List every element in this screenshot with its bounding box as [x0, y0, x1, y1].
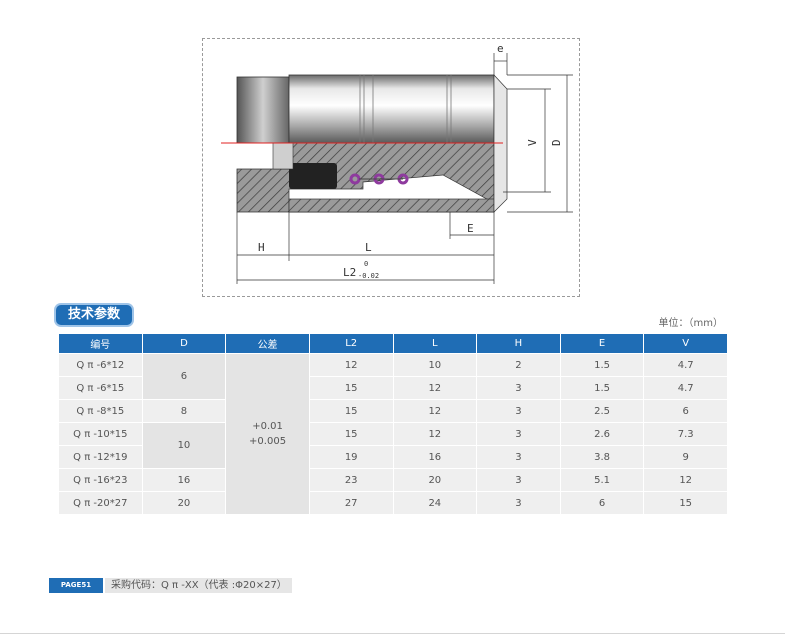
cell-code: Q π -10*15	[59, 423, 142, 445]
dim-e-label: e	[497, 42, 504, 55]
cell-v: 7.3	[644, 423, 727, 445]
spec-table: 编号 D 公差 L2 L H E V Q π -6*12 6 +0.01 +0.…	[58, 333, 728, 515]
cell-h: 3	[477, 423, 560, 445]
cell-v: 6	[644, 400, 727, 422]
cell-l: 24	[393, 492, 477, 514]
cell-e: 2.6	[560, 423, 644, 445]
cell-code: Q π -16*23	[59, 469, 142, 491]
cell-e: 1.5	[560, 377, 644, 399]
cell-e: 5.1	[560, 469, 644, 491]
dim-l2-label: L2	[343, 266, 356, 279]
cell-l: 12	[393, 400, 477, 422]
cell-l: 10	[393, 354, 477, 376]
cell-l2: 19	[309, 446, 393, 468]
header-h: H	[477, 334, 560, 353]
table-row: Q π -6*12 6 +0.01 +0.005 12 10 2 1.5 4.7	[59, 354, 727, 514]
cell-h: 3	[477, 492, 560, 514]
cell-l2: 15	[309, 377, 393, 399]
cell-e: 6	[560, 492, 644, 514]
cell-d: 20	[142, 492, 226, 514]
cell-l2: 23	[309, 469, 393, 491]
head-cap	[236, 76, 290, 144]
page-number-badge: PAGE51	[49, 578, 103, 593]
footer-divider	[0, 633, 785, 634]
cell-code: Q π -6*12	[59, 354, 142, 376]
technical-drawing: e V D E H L L2 0 -0.02	[202, 38, 580, 297]
cell-code: Q π -12*19	[59, 446, 142, 468]
unit-label: 单位：（mm）	[658, 318, 723, 329]
table-row: Q π -10*15 10 15 12 3 2.6 7.3	[59, 423, 727, 468]
cell-h: 3	[477, 400, 560, 422]
cell-l: 20	[393, 469, 477, 491]
table-row: Q π -12*19 19 16 3 3.8 9	[59, 446, 727, 468]
dim-l2-tol-upper: 0	[364, 260, 368, 268]
cell-h: 3	[477, 446, 560, 468]
cell-e: 3.8	[560, 446, 644, 468]
dim-d-label: D	[550, 139, 563, 146]
cell-l: 12	[393, 423, 477, 445]
dim-h-label: H	[258, 241, 265, 254]
cross-section-drawing: e V D E H L L2 0 -0.02	[221, 42, 573, 284]
cell-l: 12	[393, 377, 477, 399]
cell-d: 16	[142, 469, 226, 491]
cell-d: 6	[142, 354, 226, 399]
cell-h: 3	[477, 377, 560, 399]
table-row: Q π -20*27 20 27 24 3 6 15	[59, 492, 727, 514]
cell-d: 8	[142, 400, 226, 422]
cell-v: 15	[644, 492, 727, 514]
header-l: L	[393, 334, 477, 353]
cell-v: 9	[644, 446, 727, 468]
section-title-badge: 技术参数	[56, 305, 132, 325]
dim-e-upper-label: E	[467, 222, 474, 235]
cell-l2: 15	[309, 423, 393, 445]
cell-e: 1.5	[560, 354, 644, 376]
order-code-note: 采购代码：Q π -XX（代表 :Φ20×27）	[105, 578, 292, 593]
cell-v: 4.7	[644, 354, 727, 376]
cell-e: 2.5	[560, 400, 644, 422]
dim-l-label: L	[365, 241, 372, 254]
tolerance-lower: +0.005	[249, 436, 287, 447]
header-code: 编号	[59, 334, 142, 353]
cell-tolerance: +0.01 +0.005	[226, 354, 309, 514]
cell-code: Q π -6*15	[59, 377, 142, 399]
dim-v-label: V	[526, 139, 539, 146]
table-header-row: 编号 D 公差 L2 L H E V	[59, 334, 727, 353]
dim-l2-tol-lower: -0.02	[358, 272, 379, 280]
cell-l2: 15	[309, 400, 393, 422]
cell-d: 10	[142, 423, 226, 468]
cell-l: 16	[393, 446, 477, 468]
table-row: Q π -6*15 15 12 3 1.5 4.7	[59, 377, 727, 399]
header-e: E	[560, 334, 644, 353]
header-d: D	[142, 334, 226, 353]
table-row: Q π -8*15 8 15 12 3 2.5 6	[59, 400, 727, 422]
tolerance-upper: +0.01	[252, 421, 283, 432]
header-tolerance: 公差	[226, 334, 309, 353]
cell-l2: 12	[309, 354, 393, 376]
table-row: Q π -16*23 16 23 20 3 5.1 12	[59, 469, 727, 491]
cell-code: Q π -20*27	[59, 492, 142, 514]
cell-h: 2	[477, 354, 560, 376]
cell-h: 3	[477, 469, 560, 491]
body-exterior	[288, 74, 495, 144]
sleeve-black	[289, 163, 337, 189]
cell-l2: 27	[309, 492, 393, 514]
cell-code: Q π -8*15	[59, 400, 142, 422]
cell-v: 12	[644, 469, 727, 491]
header-v: V	[644, 334, 727, 353]
header-l2: L2	[309, 334, 393, 353]
cell-v: 4.7	[644, 377, 727, 399]
